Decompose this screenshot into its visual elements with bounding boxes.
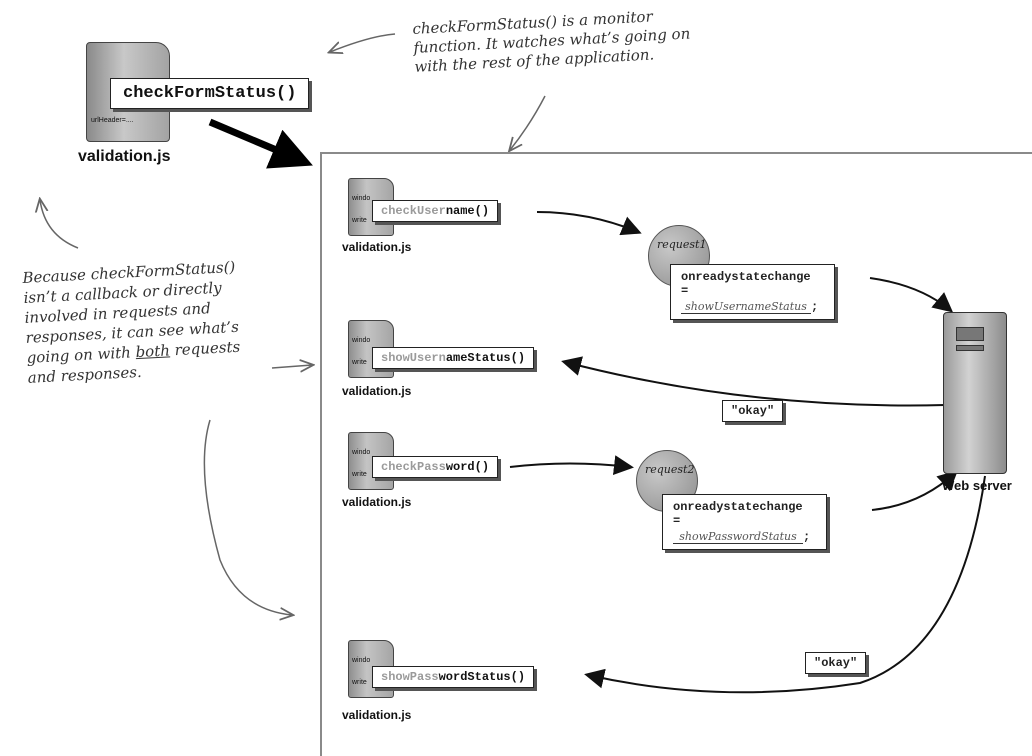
note-pointer-right [271,365,312,368]
showusernamestatus-function: showUsernameStatus() [372,347,535,369]
showpasswordstatus-function: showPasswordStatus() [372,666,535,688]
request1-handler: showUsernameStatus [681,300,811,314]
request1-box: onreadystatechange = showUsernameStatus; [670,264,835,320]
arrow-server-showusername [561,356,946,407]
callback-note: Because checkFormStatus() isn’t a callba… [22,257,242,388]
document-icon: windo write [348,432,394,490]
arrow-request2-server [871,470,958,511]
arrow-server-showpassword [584,475,986,694]
request2-handler: showPasswordStatus [673,530,803,544]
application-panel [320,152,1032,756]
response-okay-1: "okay" [722,400,784,422]
checkusername-function: checkUsername() [372,200,499,222]
checkformstatus-function: checkFormStatus() [110,78,310,109]
arrow-checkpassword-request2 [509,455,634,476]
file-label: validation.js [342,708,412,722]
note-pointer-down [203,419,292,615]
file-label: validation.js [342,240,412,254]
request1-code: onreadystatechange = [681,270,811,298]
checkpassword-function: checkPassword() [372,456,499,478]
document-text: urlHeader=.... [91,117,134,124]
web-server-label: Web server [942,478,1012,493]
response-okay-2: "okay" [805,652,867,674]
monitor-file-label: validation.js [78,148,171,165]
file-label: validation.js [342,495,412,509]
monitor-arrow [208,118,313,169]
web-server-icon [943,312,1007,474]
request2-label: request2 [645,463,695,476]
arrow-checkusername-request1 [536,211,642,236]
file-label: validation.js [342,384,412,398]
emphasis-both: both [135,341,171,362]
arrow-request1-server [869,277,954,313]
note-pointer-up [40,200,79,249]
request1-label: request1 [657,238,707,251]
note-pointer-monitor [330,33,396,52]
note-pointer-panel [510,95,546,150]
request2-code: onreadystatechange = [673,500,803,528]
request2-box: onreadystatechange = showPasswordStatus; [662,494,827,550]
